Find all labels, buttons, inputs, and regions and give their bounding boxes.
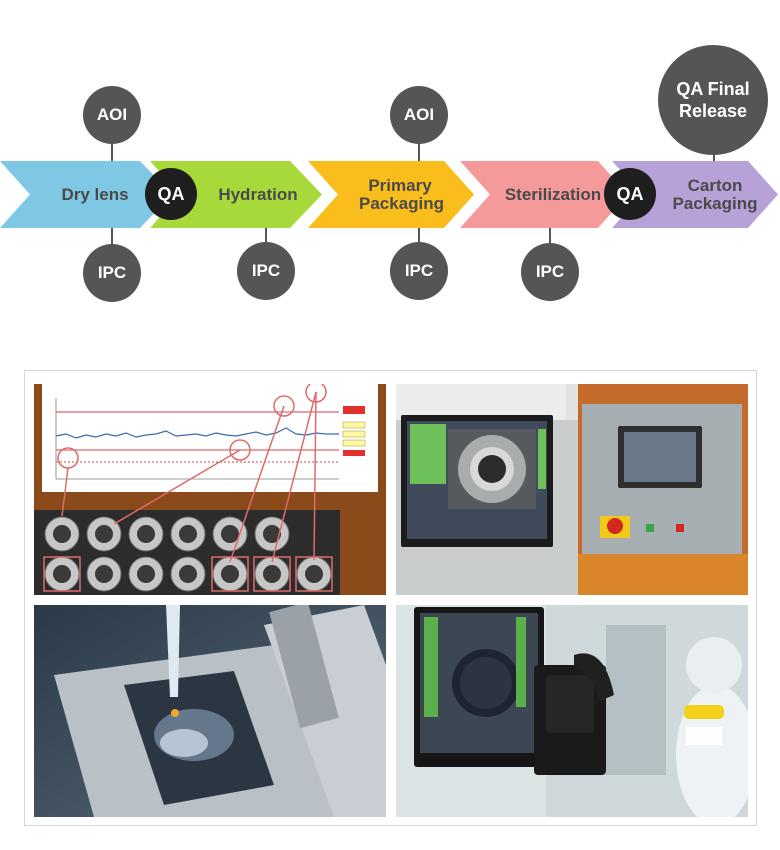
qa-node: QA bbox=[145, 168, 197, 220]
step-dry-lens: Dry lens bbox=[0, 161, 172, 228]
connector-line bbox=[111, 225, 113, 247]
ipc-node: IPC bbox=[390, 242, 448, 300]
qa-node: QA bbox=[604, 168, 656, 220]
aoi-chart-photo bbox=[34, 384, 386, 595]
aoi-node: AOI bbox=[390, 86, 448, 144]
connector-line bbox=[549, 225, 551, 247]
photo-grid bbox=[24, 370, 757, 826]
connector-line bbox=[265, 225, 267, 247]
step-primary-packaging: Primary Packaging bbox=[308, 161, 474, 228]
connector-line bbox=[418, 138, 420, 164]
connector-line bbox=[111, 138, 113, 164]
process-flow: Dry lens Hydration Primary Packaging Ste… bbox=[0, 0, 780, 340]
qa-final-release-node: QA Final Release bbox=[658, 45, 768, 155]
ipc-node: IPC bbox=[83, 244, 141, 302]
step-label: Sterilization bbox=[504, 184, 602, 204]
lens-dispensing-photo bbox=[34, 605, 386, 817]
operator-scanning-illustration bbox=[396, 605, 748, 817]
ipc-node: IPC bbox=[237, 242, 295, 300]
step-sterilization: Sterilization bbox=[460, 161, 628, 228]
inspection-machine-photo bbox=[396, 384, 748, 595]
step-label: Hydration bbox=[218, 184, 298, 204]
aoi-node: AOI bbox=[83, 86, 141, 144]
inspection-machine-illustration bbox=[396, 384, 748, 595]
step-label: Primary Packaging bbox=[359, 175, 445, 213]
lens-dispensing-illustration bbox=[34, 605, 386, 817]
ipc-node: IPC bbox=[521, 243, 579, 301]
operator-scanning-photo bbox=[396, 605, 748, 817]
step-label: Carton Packaging bbox=[672, 175, 758, 213]
connector-line bbox=[418, 225, 420, 247]
connector-line bbox=[713, 150, 715, 164]
step-label: Dry lens bbox=[61, 184, 129, 204]
aoi-chart-illustration bbox=[34, 384, 386, 595]
